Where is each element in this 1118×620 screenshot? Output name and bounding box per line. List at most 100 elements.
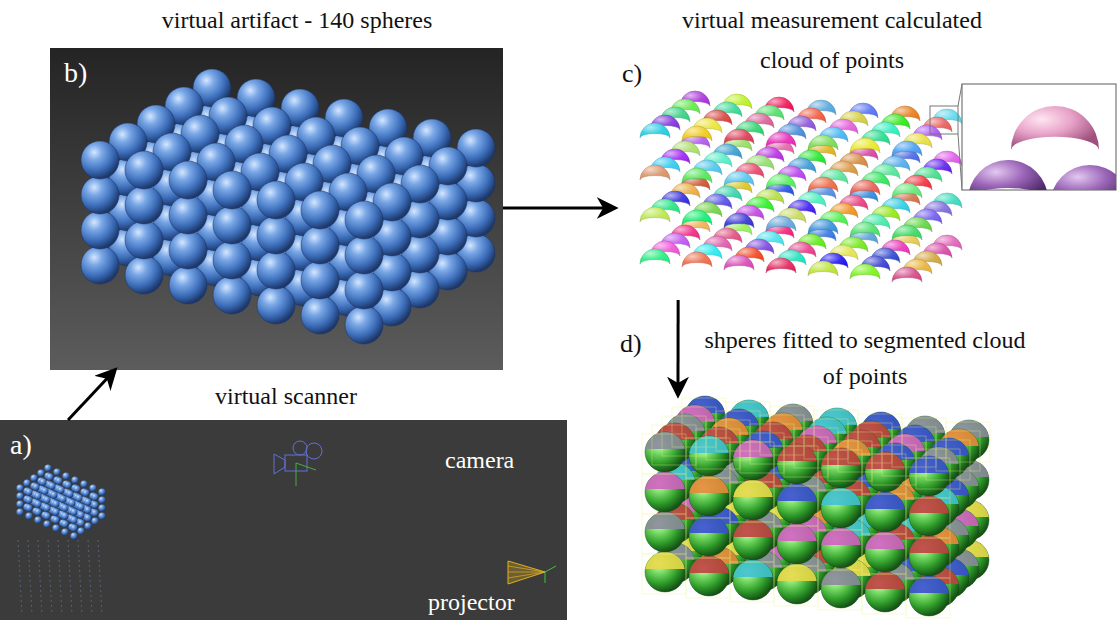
fitted-sphere	[645, 472, 685, 512]
segment-cap	[821, 528, 861, 545]
sphere	[169, 266, 207, 304]
sphere	[169, 196, 207, 234]
mini-sphere	[16, 492, 23, 499]
fit-box	[872, 445, 916, 485]
point-cap-shine	[724, 171, 754, 186]
point-cap-shine	[766, 216, 796, 231]
point-cap	[808, 177, 838, 192]
sphere	[345, 236, 383, 274]
sphere	[301, 261, 339, 299]
fit-box	[906, 498, 950, 538]
fitted-sphere	[909, 496, 949, 536]
segment-cap	[909, 496, 949, 513]
fit-box	[774, 446, 818, 486]
segment-cap	[645, 552, 685, 569]
point-cap-shine	[850, 264, 880, 279]
segment-cap	[821, 568, 861, 585]
mini-sphere	[77, 519, 84, 526]
fit-box	[672, 407, 716, 447]
fitted-sphere	[777, 524, 817, 564]
point-cap-shine	[892, 267, 922, 282]
mini-sphere	[73, 485, 80, 492]
point-cap-shine	[640, 165, 670, 180]
segment-cap	[733, 440, 773, 457]
segment-cap	[645, 432, 685, 449]
sphere	[345, 201, 383, 239]
point-cap	[724, 213, 754, 228]
point-cap	[724, 171, 754, 186]
mini-sphere	[66, 490, 73, 497]
mini-sphere	[55, 477, 62, 484]
sphere	[257, 251, 295, 289]
point-cap	[724, 129, 754, 144]
mini-sphere	[34, 508, 41, 515]
panel-letter: c)	[622, 58, 642, 89]
point-cap-shine	[850, 222, 880, 237]
panel-heading: virtual measurement calculated cloud of …	[682, 0, 982, 80]
mini-sphere	[61, 520, 68, 527]
mini-sphere	[84, 498, 91, 505]
fit-box	[862, 494, 906, 534]
mini-sphere	[23, 479, 30, 486]
panel-heading: virtual scanner	[215, 382, 357, 411]
sphere	[169, 161, 207, 199]
panel-letter: a)	[10, 428, 32, 462]
fitted-sphere	[645, 432, 685, 472]
sphere	[345, 306, 383, 344]
fitted-spheres-panel: shperes fitted to segmented cloud of poi…	[640, 395, 995, 617]
fitted-sphere	[645, 512, 685, 552]
fit-box	[862, 454, 906, 494]
mini-sphere	[70, 524, 77, 531]
segment-cap	[777, 524, 817, 541]
point-cap-shine	[682, 210, 712, 225]
mini-sphere	[25, 512, 32, 519]
segment-cap	[733, 480, 773, 497]
fit-box	[916, 449, 960, 489]
point-cap	[766, 132, 796, 147]
camera-reel	[306, 443, 322, 459]
projection-line	[18, 540, 22, 615]
mini-sphere	[34, 516, 41, 523]
sphere	[81, 211, 119, 249]
point-cap	[640, 249, 670, 264]
mini-sphere	[77, 511, 84, 518]
device-label: camera	[445, 446, 514, 474]
point-cap	[682, 252, 712, 267]
point-cap	[724, 255, 754, 270]
fit-box	[828, 441, 872, 481]
mini-sphere	[84, 514, 91, 521]
artifact-panel: virtual artifact - 140 spheresb)	[50, 48, 503, 370]
segment-cap	[733, 560, 773, 577]
point-cap-shine	[850, 180, 880, 195]
fitted-sphere	[777, 564, 817, 604]
mini-sphere	[57, 486, 64, 493]
fit-box	[642, 474, 686, 514]
sphere	[213, 241, 251, 279]
mini-sphere	[59, 495, 66, 502]
artifact-panel-ground	[50, 48, 503, 370]
projector-axes	[545, 566, 556, 583]
fitted-sphere	[821, 528, 861, 568]
fit-box	[906, 538, 950, 578]
segment-cap	[645, 512, 685, 529]
segment-cap	[689, 556, 729, 573]
fit-box	[642, 434, 686, 474]
mini-sphere	[77, 527, 84, 534]
mini-sphere	[77, 503, 84, 510]
segment-cap	[689, 516, 729, 533]
fit-box	[774, 486, 818, 526]
fit-box	[902, 418, 946, 458]
mini-sphere	[70, 508, 77, 515]
mini-sphere	[89, 484, 96, 491]
segment-cap	[821, 448, 861, 465]
point-cap	[808, 135, 838, 150]
point-cap	[808, 219, 838, 234]
fit-box	[818, 570, 862, 610]
fitted-sphere	[777, 484, 817, 524]
fit-box	[862, 534, 906, 574]
sphere	[125, 151, 163, 189]
mini-sphere	[53, 468, 60, 475]
projection-line	[58, 540, 62, 615]
point-cap	[766, 174, 796, 189]
